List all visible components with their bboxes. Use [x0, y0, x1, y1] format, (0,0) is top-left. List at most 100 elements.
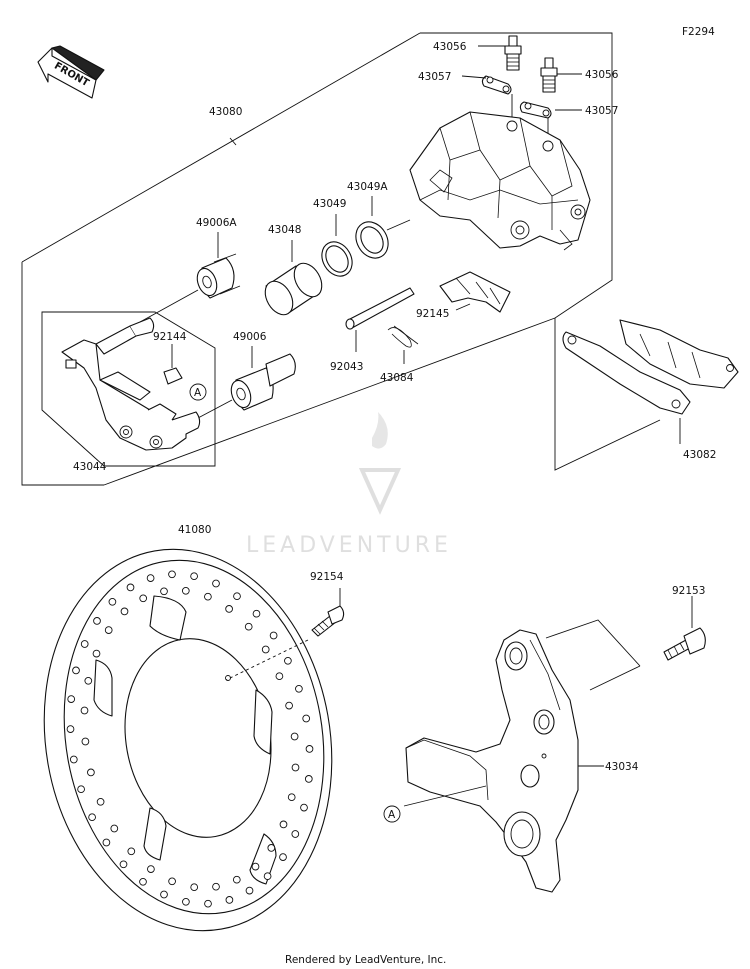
disc-hole [285, 701, 293, 710]
disc-hole [252, 609, 261, 618]
seal-43049 [321, 241, 353, 277]
callout-a-upper-text: A [194, 387, 202, 399]
disc-bolt-92154 [311, 605, 345, 637]
disc-hole [96, 797, 105, 806]
disc-hole [190, 883, 199, 892]
sleeve-49006 [230, 353, 296, 411]
callout-a-lower-text: A [388, 809, 396, 821]
piston-43048 [264, 262, 323, 316]
disc-hole [225, 896, 234, 904]
label-43057-left: 43057 [418, 71, 451, 83]
sleeve-49006a [196, 253, 241, 299]
label-92144: 92144 [153, 331, 187, 343]
disc-hole [84, 676, 93, 685]
label-92154: 92154 [310, 571, 344, 583]
disc-hole [279, 820, 288, 829]
bleeder-screw-left [504, 35, 522, 71]
disc-hole [190, 572, 198, 581]
disc-hole [80, 706, 89, 715]
disc-hole [160, 890, 168, 899]
disc-hole [244, 622, 253, 631]
disc-hole [168, 570, 176, 579]
disc-hole [269, 631, 278, 640]
label-43084: 43084 [380, 372, 414, 384]
disc-hole [251, 862, 260, 871]
disc-hole [291, 830, 300, 838]
disc-hole [139, 594, 148, 603]
disc-hole [204, 899, 212, 908]
label-92145: 92145 [416, 308, 449, 320]
label-43082: 43082 [683, 449, 716, 461]
label-43057-right: 43057 [585, 105, 618, 117]
disc-ventilation-holes [66, 570, 314, 908]
disc-hole [225, 605, 233, 613]
disc-hole [304, 775, 313, 783]
label-43049: 43049 [313, 198, 346, 210]
label-41080: 41080 [178, 524, 211, 536]
callout-a-upper: A [189, 383, 207, 401]
disc-hole [287, 793, 296, 802]
disc-hole [291, 763, 300, 772]
label-43044: 43044 [73, 461, 107, 473]
pad-pin-92043 [345, 287, 415, 330]
watermark-text: LEADVENTURE [246, 533, 452, 558]
disc-hole [295, 684, 303, 693]
disc-hole [300, 803, 308, 812]
disc-hole [305, 745, 314, 753]
caliper-bracket-43044 [61, 317, 201, 451]
disc-hole [212, 579, 220, 588]
brake-disc-41080 [43, 548, 333, 932]
disc-hole [127, 847, 136, 856]
disc-hole [181, 586, 190, 595]
seal-43049a [355, 221, 389, 259]
disc-hole [284, 656, 292, 665]
label-43056-right: 43056 [585, 69, 619, 81]
footer-credit: Rendered by LeadVenture, Inc. [285, 954, 446, 966]
watermark: LEADVENTURE [246, 412, 452, 558]
disc-hole [147, 865, 155, 873]
disc-hole [290, 732, 299, 741]
label-92153: 92153 [672, 585, 705, 597]
pad-spring-92145 [439, 271, 511, 313]
disc-hole [168, 877, 176, 886]
bleeder-screw-right [540, 57, 558, 93]
disc-hole [119, 860, 128, 869]
figure-code: F2294 [682, 26, 715, 38]
bracket-group-outline [41, 311, 216, 467]
disc-hole [72, 666, 80, 675]
pad-set-outline [554, 318, 661, 471]
disc-hole [302, 714, 311, 723]
disc-hole [69, 755, 78, 764]
disc-hole [232, 875, 241, 884]
bracket-bolt-92153 [663, 627, 706, 661]
pad-spring-92144 [163, 367, 183, 385]
disc-hole [67, 695, 76, 703]
disc-hole [66, 725, 75, 733]
disc-hole [80, 640, 89, 648]
label-49006a: 49006A [196, 217, 237, 229]
pin-clip-43084 [387, 325, 419, 348]
disc-hole [92, 649, 101, 658]
disc-hole [120, 607, 129, 616]
disc-hole [233, 592, 241, 601]
label-43048: 43048 [268, 224, 301, 236]
disc-hole [108, 597, 117, 606]
disc-hole [212, 882, 220, 891]
disc-hole [263, 872, 272, 881]
disc-hole [110, 824, 119, 833]
disc-hole [77, 785, 85, 794]
caliper-assembly-outline [21, 32, 613, 486]
disc-hole [267, 844, 276, 852]
disc-hole [104, 626, 113, 634]
disc-hole [160, 587, 168, 596]
disc-hole [93, 617, 101, 625]
disc-hole [146, 574, 155, 582]
disc-hole [204, 592, 212, 601]
label-49006: 49006 [233, 331, 267, 343]
brake-pads-43082 [562, 319, 739, 415]
disc-hole [261, 645, 270, 654]
disc-hole [88, 813, 96, 822]
disc-hole [245, 886, 254, 895]
label-43049a: 43049A [347, 181, 388, 193]
